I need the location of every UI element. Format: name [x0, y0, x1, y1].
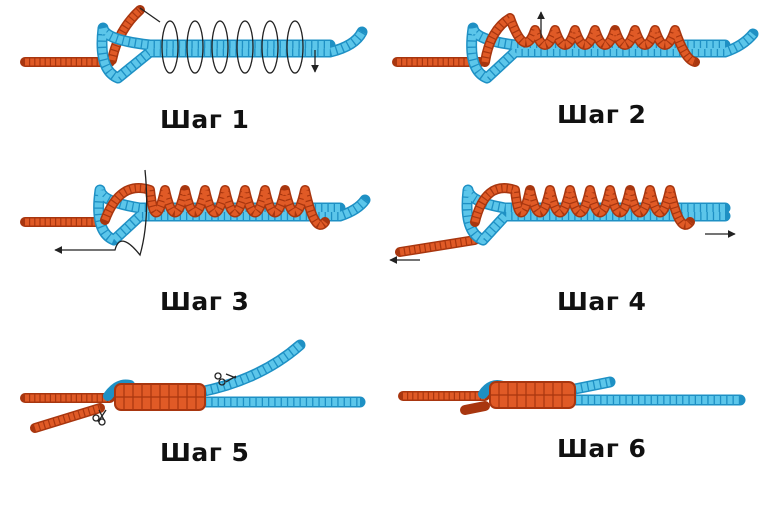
orange-wraps: [470, 183, 695, 230]
knot-body: [114, 383, 206, 411]
step-6-label: Шаг 6: [557, 434, 647, 463]
orange-tag-end: [395, 235, 480, 257]
blue-loop: [461, 184, 731, 246]
step-4-diagram: [389, 183, 736, 264]
step-1-diagram: [20, 5, 368, 84]
step-3-panel: Шаг 3: [0, 160, 385, 330]
step-1-label: Шаг 1: [160, 105, 250, 134]
thin-wraps: [139, 7, 319, 74]
knot-body: [489, 381, 576, 409]
arrow-icon: [389, 230, 736, 264]
orange-line: [398, 391, 490, 415]
scissors-icon: [92, 372, 237, 426]
blue-loop: [96, 22, 368, 84]
step-5-label: Шаг 5: [160, 438, 250, 467]
step-3-label: Шаг 3: [160, 287, 250, 316]
step-5-diagram: [20, 339, 366, 433]
step-3-diagram: [20, 169, 371, 257]
orange-line: [20, 393, 115, 433]
orange-wraps: [100, 183, 330, 230]
arrow-icon: [54, 169, 148, 257]
step-2-label: Шаг 2: [557, 100, 647, 129]
orange-line: [20, 5, 145, 67]
orange-wraps: [480, 13, 700, 67]
step-4-panel: Шаг 4: [385, 160, 771, 330]
step-2-diagram: [392, 11, 759, 84]
step-1-panel: Шаг 1: [0, 0, 385, 160]
step-6-panel: Шаг 6: [385, 330, 771, 507]
step-4-label: Шаг 4: [557, 287, 647, 316]
step-2-panel: Шаг 2: [385, 0, 771, 160]
step-6-diagram: [398, 376, 746, 415]
step-5-panel: Шаг 5: [0, 330, 385, 507]
